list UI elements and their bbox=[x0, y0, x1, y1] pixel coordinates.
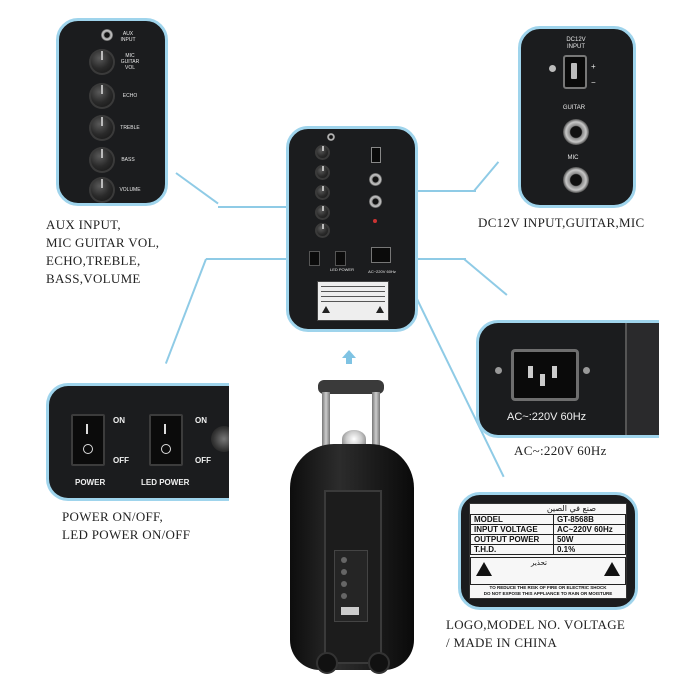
spec-key: OUTPUT POWER bbox=[470, 534, 554, 545]
up-arrow-icon bbox=[342, 350, 356, 358]
connector-line-power bbox=[206, 258, 318, 260]
center-back-panel: LED POWER AC~220V 60Hz bbox=[286, 126, 418, 332]
spec-key: INPUT VOLTAGE bbox=[470, 524, 554, 535]
caption-dc: DC12V INPUT,GUITAR,MIC bbox=[478, 215, 645, 230]
center-led-switch bbox=[335, 251, 346, 266]
center-knob-1 bbox=[315, 145, 330, 160]
center-ac-label: AC~220V 60Hz bbox=[368, 269, 396, 274]
connector-line-dc bbox=[380, 190, 476, 192]
led-power-switch[interactable] bbox=[149, 414, 183, 466]
arabic-made-in-china: صنع في الصين bbox=[546, 504, 596, 513]
caption-logo: LOGO,MODEL NO. VOLTAGE / MADE IN CHINA bbox=[446, 617, 626, 650]
ac-screw-left bbox=[495, 367, 502, 374]
guitar-label: GUITAR bbox=[562, 105, 586, 111]
mic-jack[interactable] bbox=[563, 167, 589, 193]
power-switch-label: POWER bbox=[75, 478, 106, 487]
trolley-handle bbox=[318, 380, 384, 394]
dc12v-input-socket[interactable] bbox=[563, 55, 587, 89]
guitar-jack[interactable] bbox=[563, 119, 589, 145]
spec-key: MODEL bbox=[470, 514, 554, 525]
warning-text-1: TO REDUCE THE RISK OF FIRE OR ELECTRIC S… bbox=[489, 585, 607, 590]
led-power-switch-label: LED POWER bbox=[141, 478, 190, 487]
up-arrow-stem bbox=[346, 358, 352, 364]
wheel-right bbox=[368, 652, 390, 674]
dc-plus-label: + bbox=[591, 62, 596, 71]
table-row: T.H.D. 0.1% bbox=[470, 544, 627, 555]
warning-area: تحذير bbox=[470, 557, 626, 585]
center-knob-5 bbox=[315, 223, 330, 238]
center-mic-jack bbox=[369, 195, 382, 208]
ac-screw-right bbox=[583, 367, 590, 374]
spec-value: AC~220V 60Hz bbox=[552, 524, 627, 535]
led-dome bbox=[342, 430, 366, 448]
table-row: MODEL GT-8568B bbox=[470, 514, 627, 525]
center-knob-2 bbox=[315, 165, 330, 180]
mount-screw bbox=[549, 65, 556, 72]
spec-value: 50W bbox=[552, 534, 627, 545]
spec-table: MODEL GT-8568B INPUT VOLTAGE AC~220V 60H… bbox=[470, 514, 627, 555]
treble-label: TREBLE bbox=[120, 125, 140, 131]
center-guitar-jack bbox=[369, 173, 382, 186]
dc-guitar-mic-panel: DC12V INPUT + − GUITAR MIC bbox=[518, 26, 636, 208]
mic-label: MIC bbox=[567, 155, 579, 161]
mic-guitar-vol-knob[interactable] bbox=[89, 49, 115, 75]
center-power-switch bbox=[309, 251, 320, 266]
ac-socket-panel: AC~:220V 60Hz bbox=[476, 320, 659, 438]
rating-label-panel: صنع في الصين MODEL GT-8568B INPUT VOLTAG… bbox=[458, 492, 638, 610]
dc-minus-label: − bbox=[591, 78, 596, 87]
aux-input-jack[interactable] bbox=[101, 29, 113, 41]
mic-guitar-vol-label: MIC GUITAR VOL bbox=[120, 53, 140, 71]
bass-label: BASS bbox=[121, 157, 135, 163]
center-ac-socket bbox=[371, 247, 391, 263]
echo-label: ECHO bbox=[122, 93, 138, 99]
spec-value: GT-8568B bbox=[552, 514, 627, 525]
table-row: OUTPUT POWER 50W bbox=[470, 534, 627, 545]
spec-key: T.H.D. bbox=[470, 544, 554, 555]
center-led-power-label: LED POWER bbox=[329, 267, 354, 272]
connector-line-aux-2 bbox=[218, 206, 310, 208]
center-led-dot bbox=[373, 219, 377, 223]
aux-input-label: AUX INPUT bbox=[120, 31, 136, 43]
volume-knob[interactable] bbox=[89, 177, 115, 203]
connector-line-dc-2 bbox=[473, 161, 500, 192]
ac-inlet-socket[interactable] bbox=[511, 349, 579, 401]
panel-knob-edge bbox=[211, 426, 229, 452]
connector-line-ac-2 bbox=[463, 258, 508, 296]
bass-knob[interactable] bbox=[89, 147, 115, 173]
warning-triangle-icon bbox=[476, 562, 492, 576]
led-off-label: OFF bbox=[195, 456, 211, 465]
speaker-product-image bbox=[288, 380, 418, 680]
caption-ac: AC~:220V 60Hz bbox=[514, 443, 607, 458]
warning-triangle-icon-right bbox=[604, 562, 620, 576]
spec-value: 0.1% bbox=[552, 544, 627, 555]
rating-plate: صنع في الصين MODEL GT-8568B INPUT VOLTAG… bbox=[469, 503, 627, 599]
power-switch-panel: ON OFF ON OFF POWER LED POWER bbox=[46, 383, 229, 501]
center-knob-3 bbox=[315, 185, 330, 200]
caption-aux: AUX INPUT, MIC GUITAR VOL, ECHO,TREBLE, … bbox=[46, 217, 160, 286]
table-row: INPUT VOLTAGE AC~220V 60Hz bbox=[470, 524, 627, 535]
ac-voltage-label: AC~:220V 60Hz bbox=[507, 411, 587, 423]
dc12v-input-label: DC12V INPUT bbox=[566, 37, 586, 50]
wheel-left bbox=[316, 652, 338, 674]
cabinet-control-strip bbox=[334, 550, 368, 622]
center-dc-socket bbox=[371, 147, 381, 163]
power-off-label: OFF bbox=[113, 456, 129, 465]
power-switch[interactable] bbox=[71, 414, 105, 466]
center-aux-jack bbox=[327, 133, 335, 141]
center-rating-label bbox=[317, 281, 389, 321]
knob-panel: AUX INPUT MIC GUITAR VOL ECHO TREBLE BAS… bbox=[56, 18, 168, 206]
echo-knob[interactable] bbox=[89, 83, 115, 109]
warning-text-2: DO NOT EXPOSE THIS APPLIANCE TO RAIN OR … bbox=[483, 591, 613, 596]
panel-edge-strip bbox=[625, 323, 659, 435]
treble-knob[interactable] bbox=[89, 115, 115, 141]
connector-line-aux bbox=[175, 172, 219, 205]
caption-power: POWER ON/OFF, LED POWER ON/OFF bbox=[62, 509, 191, 542]
power-on-label: ON bbox=[113, 416, 125, 425]
led-on-label: ON bbox=[195, 416, 207, 425]
center-knob-4 bbox=[315, 205, 330, 220]
warning-arabic: تحذير bbox=[531, 559, 547, 567]
volume-label: VOLUME bbox=[119, 187, 141, 193]
